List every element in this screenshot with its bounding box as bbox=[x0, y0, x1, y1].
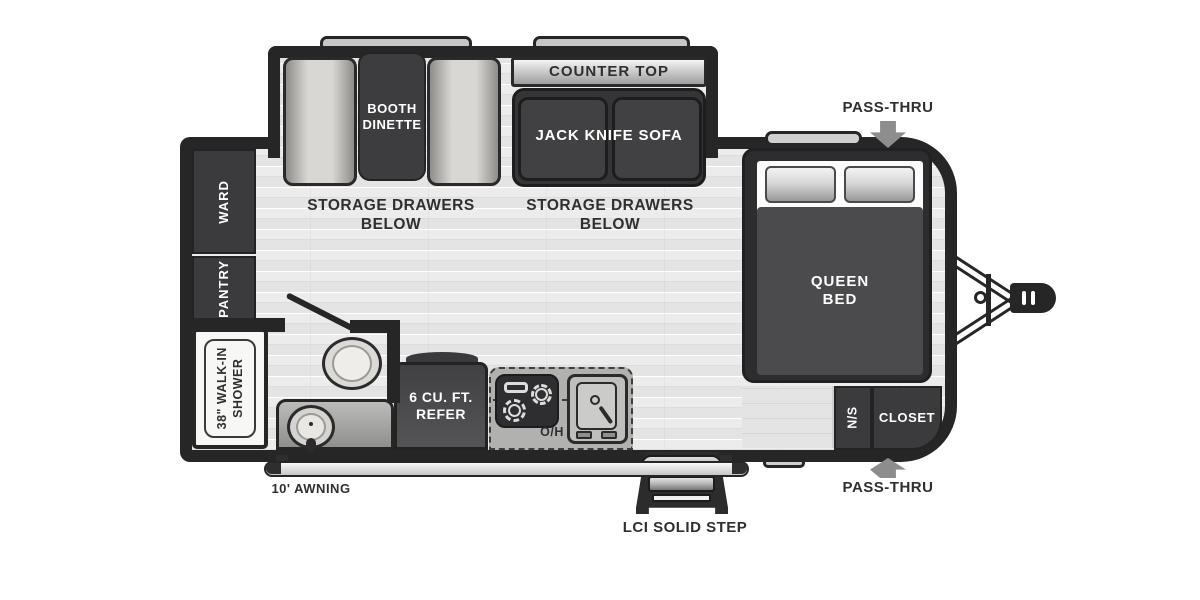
hitch-crossbar bbox=[986, 274, 991, 326]
jack-knife-sofa: JACK KNIFE SOFA bbox=[512, 88, 706, 187]
pass-thru-top-label: PASS-THRU bbox=[842, 99, 934, 116]
hitch-jack-circle bbox=[974, 291, 987, 304]
sofa-cushion-right bbox=[612, 97, 702, 181]
hitch-assembly bbox=[930, 230, 1070, 370]
overhead-dash-line bbox=[493, 399, 627, 401]
toilet-icon bbox=[322, 337, 382, 390]
dinette-table: BOOTH DINETTE bbox=[358, 52, 426, 181]
bathroom-sink-icon bbox=[287, 405, 335, 453]
storage-drawers-left-label: STORAGE DRAWERS BELOW bbox=[307, 197, 475, 233]
pillow-right bbox=[844, 166, 915, 203]
sofa-cushion-left bbox=[518, 97, 608, 181]
counter-top-label: COUNTER TOP bbox=[549, 62, 669, 80]
step-label: LCI SOLID STEP bbox=[622, 519, 748, 536]
dinette-bench-right bbox=[427, 57, 501, 186]
walk-in-shower: 38" WALK-IN SHOWER bbox=[192, 328, 268, 449]
fridge-top-arc bbox=[406, 352, 478, 365]
bathroom-wall-top-left bbox=[192, 318, 285, 332]
dinette-bench-left bbox=[283, 57, 357, 186]
awning-nub-right bbox=[720, 455, 732, 462]
nightstand: N/S bbox=[834, 386, 872, 450]
refrigerator: 6 CU. FT. REFER bbox=[394, 362, 488, 450]
closet-label: CLOSET bbox=[878, 410, 936, 426]
kitchen-sink-icon bbox=[567, 374, 628, 444]
entry-step-lower bbox=[652, 494, 711, 502]
entry-step-mid bbox=[648, 476, 715, 492]
stove-icon bbox=[495, 374, 559, 428]
overhead-label: O/H bbox=[540, 425, 564, 439]
awning-nub-left bbox=[276, 455, 288, 462]
pantry: PANTRY bbox=[192, 256, 256, 322]
awning-label: 10' AWNING bbox=[271, 481, 351, 496]
queen-bed: QUEEN BED bbox=[742, 148, 932, 383]
bathroom-vanity bbox=[276, 399, 394, 453]
under-bed-panel bbox=[742, 386, 834, 448]
awning-bar bbox=[264, 461, 749, 477]
pillow-left bbox=[765, 166, 836, 203]
bed-mattress: QUEEN BED bbox=[757, 207, 923, 375]
storage-drawers-right-label: STORAGE DRAWERS BELOW bbox=[526, 197, 694, 233]
bathroom-wall-right bbox=[387, 320, 400, 403]
jack-knife-sofa-label: JACK KNIFE SOFA bbox=[535, 127, 683, 144]
wardrobe-label: WARD bbox=[216, 179, 232, 224]
hitch-coupler bbox=[1010, 283, 1056, 313]
closet: CLOSET bbox=[872, 386, 942, 450]
shower-label: 38" WALK-IN SHOWER bbox=[214, 347, 246, 430]
nightstand-label: N/S bbox=[845, 406, 860, 430]
wardrobe: WARD bbox=[192, 149, 256, 254]
booth-dinette-label: BOOTH DINETTE bbox=[362, 100, 422, 132]
pantry-label: PANTRY bbox=[216, 259, 232, 318]
queen-bed-label: QUEEN BED bbox=[810, 272, 870, 308]
front-window-marker bbox=[765, 131, 862, 146]
counter-top: COUNTER TOP bbox=[511, 57, 707, 87]
refer-label: 6 CU. FT. REFER bbox=[409, 388, 473, 422]
pass-thru-bottom-label: PASS-THRU bbox=[842, 479, 934, 496]
